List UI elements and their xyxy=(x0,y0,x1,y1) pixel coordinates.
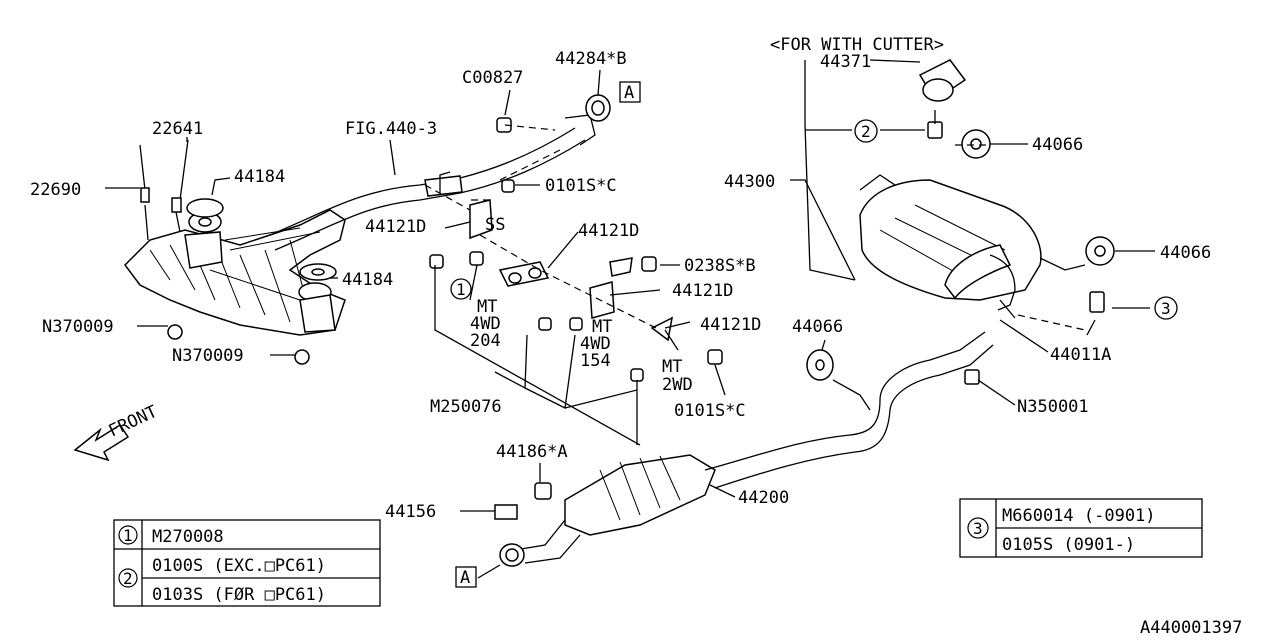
label-44121d-left: 44121D xyxy=(365,217,426,237)
label-44371: 44371 xyxy=(820,52,871,72)
label-0101sc-top: 0101S*C xyxy=(545,176,617,196)
leader-lines xyxy=(105,59,1155,579)
connection-lines xyxy=(424,124,1086,331)
label-front: FRONT xyxy=(106,402,161,442)
center-pipe-converter xyxy=(494,331,994,567)
legend-table-right: 3 M660014 (-0901) 0105S (0901-) xyxy=(959,498,1203,558)
label-44121d-mid: 44121D xyxy=(578,221,639,241)
hangers-brackets xyxy=(429,179,723,382)
label-0238sb: 0238S*B xyxy=(684,256,756,276)
oxygen-sensors xyxy=(139,139,189,241)
callout-number-3: 3 xyxy=(1161,299,1171,318)
label-44184-upper: 44184 xyxy=(234,167,285,187)
ref-letter-a-top: A xyxy=(624,83,634,103)
part-labels: 22641 22690 44184 44184 N370009 N370009 … xyxy=(30,35,1242,638)
label-22641: 22641 xyxy=(152,119,203,139)
label-n370009-right: N370009 xyxy=(172,346,244,366)
callout-circle-3 xyxy=(1154,296,1178,320)
legend-table-left: 1 2 M270008 0100S (EXC.□PC61) 0103S (FØR… xyxy=(113,519,381,607)
legend-left-ref-2: 2 xyxy=(123,569,133,588)
callout-number-1: 1 xyxy=(456,280,466,299)
rear-muffler xyxy=(859,59,1115,336)
legend-right-line1: M660014 (-0901) xyxy=(1002,506,1156,526)
callout-number-2: 2 xyxy=(861,122,871,141)
label-mt-1: MT xyxy=(477,297,497,317)
label-mt-2: MT xyxy=(592,317,612,337)
label-0101sc-bottom: 0101S*C xyxy=(674,401,746,421)
label-22690: 22690 xyxy=(30,180,81,200)
callout-circle-2 xyxy=(854,119,878,143)
label-4wd-1: 4WD xyxy=(470,314,501,334)
label-44066-right: 44066 xyxy=(1160,243,1211,263)
label-44200: 44200 xyxy=(738,488,789,508)
legend-left-row2-line1: 0100S (EXC.□PC61) xyxy=(152,556,326,576)
label-2wd: 2WD xyxy=(662,375,693,395)
label-154: 154 xyxy=(580,351,611,371)
legend-left-ref-1: 1 xyxy=(123,526,133,545)
label-44300: 44300 xyxy=(724,172,775,192)
label-44011a: 44011A xyxy=(1050,345,1111,365)
label-44156: 44156 xyxy=(385,502,436,522)
label-n350001: N350001 xyxy=(1017,397,1089,417)
callout-circle-1 xyxy=(450,278,472,300)
ref-box-a-top xyxy=(619,81,641,103)
label-44066-mid: 44066 xyxy=(792,317,843,337)
front-arrow-icon xyxy=(73,423,130,462)
label-44184-lower: 44184 xyxy=(342,270,393,290)
label-m250076: M250076 xyxy=(430,397,502,417)
ref-letter-a-bottom: A xyxy=(460,568,470,588)
label-fig-440-3: FIG.440-3 xyxy=(345,119,437,139)
legend-right-line2: 0105S (0901-) xyxy=(1002,535,1135,555)
label-44186a: 44186*A xyxy=(496,442,568,462)
label-44066-top: 44066 xyxy=(1032,135,1083,155)
label-4wd-2: 4WD xyxy=(580,334,611,354)
legend-left-row2-line2: 0103S (FØR □PC61) xyxy=(152,585,326,605)
label-44121d-right: 44121D xyxy=(672,281,733,301)
diagram-id: A440001397 xyxy=(1140,618,1242,638)
ref-box-a-bottom xyxy=(455,566,477,588)
legend-right-ref-3: 3 xyxy=(973,519,983,538)
label-44284b: 44284*B xyxy=(555,49,627,69)
label-mt-3: MT xyxy=(662,357,682,377)
label-44121d-lower: 44121D xyxy=(700,315,761,335)
label-204: 204 xyxy=(470,331,501,351)
legend-left-row1-line1: M270008 xyxy=(152,527,224,547)
label-n370009-left: N370009 xyxy=(42,317,114,337)
label-c00827: C00827 xyxy=(462,68,523,88)
label-for-with-cutter: <FOR WITH CUTTER> xyxy=(770,35,944,55)
exhaust-manifold-assembly xyxy=(124,198,346,365)
label-ss: SS xyxy=(485,215,505,235)
